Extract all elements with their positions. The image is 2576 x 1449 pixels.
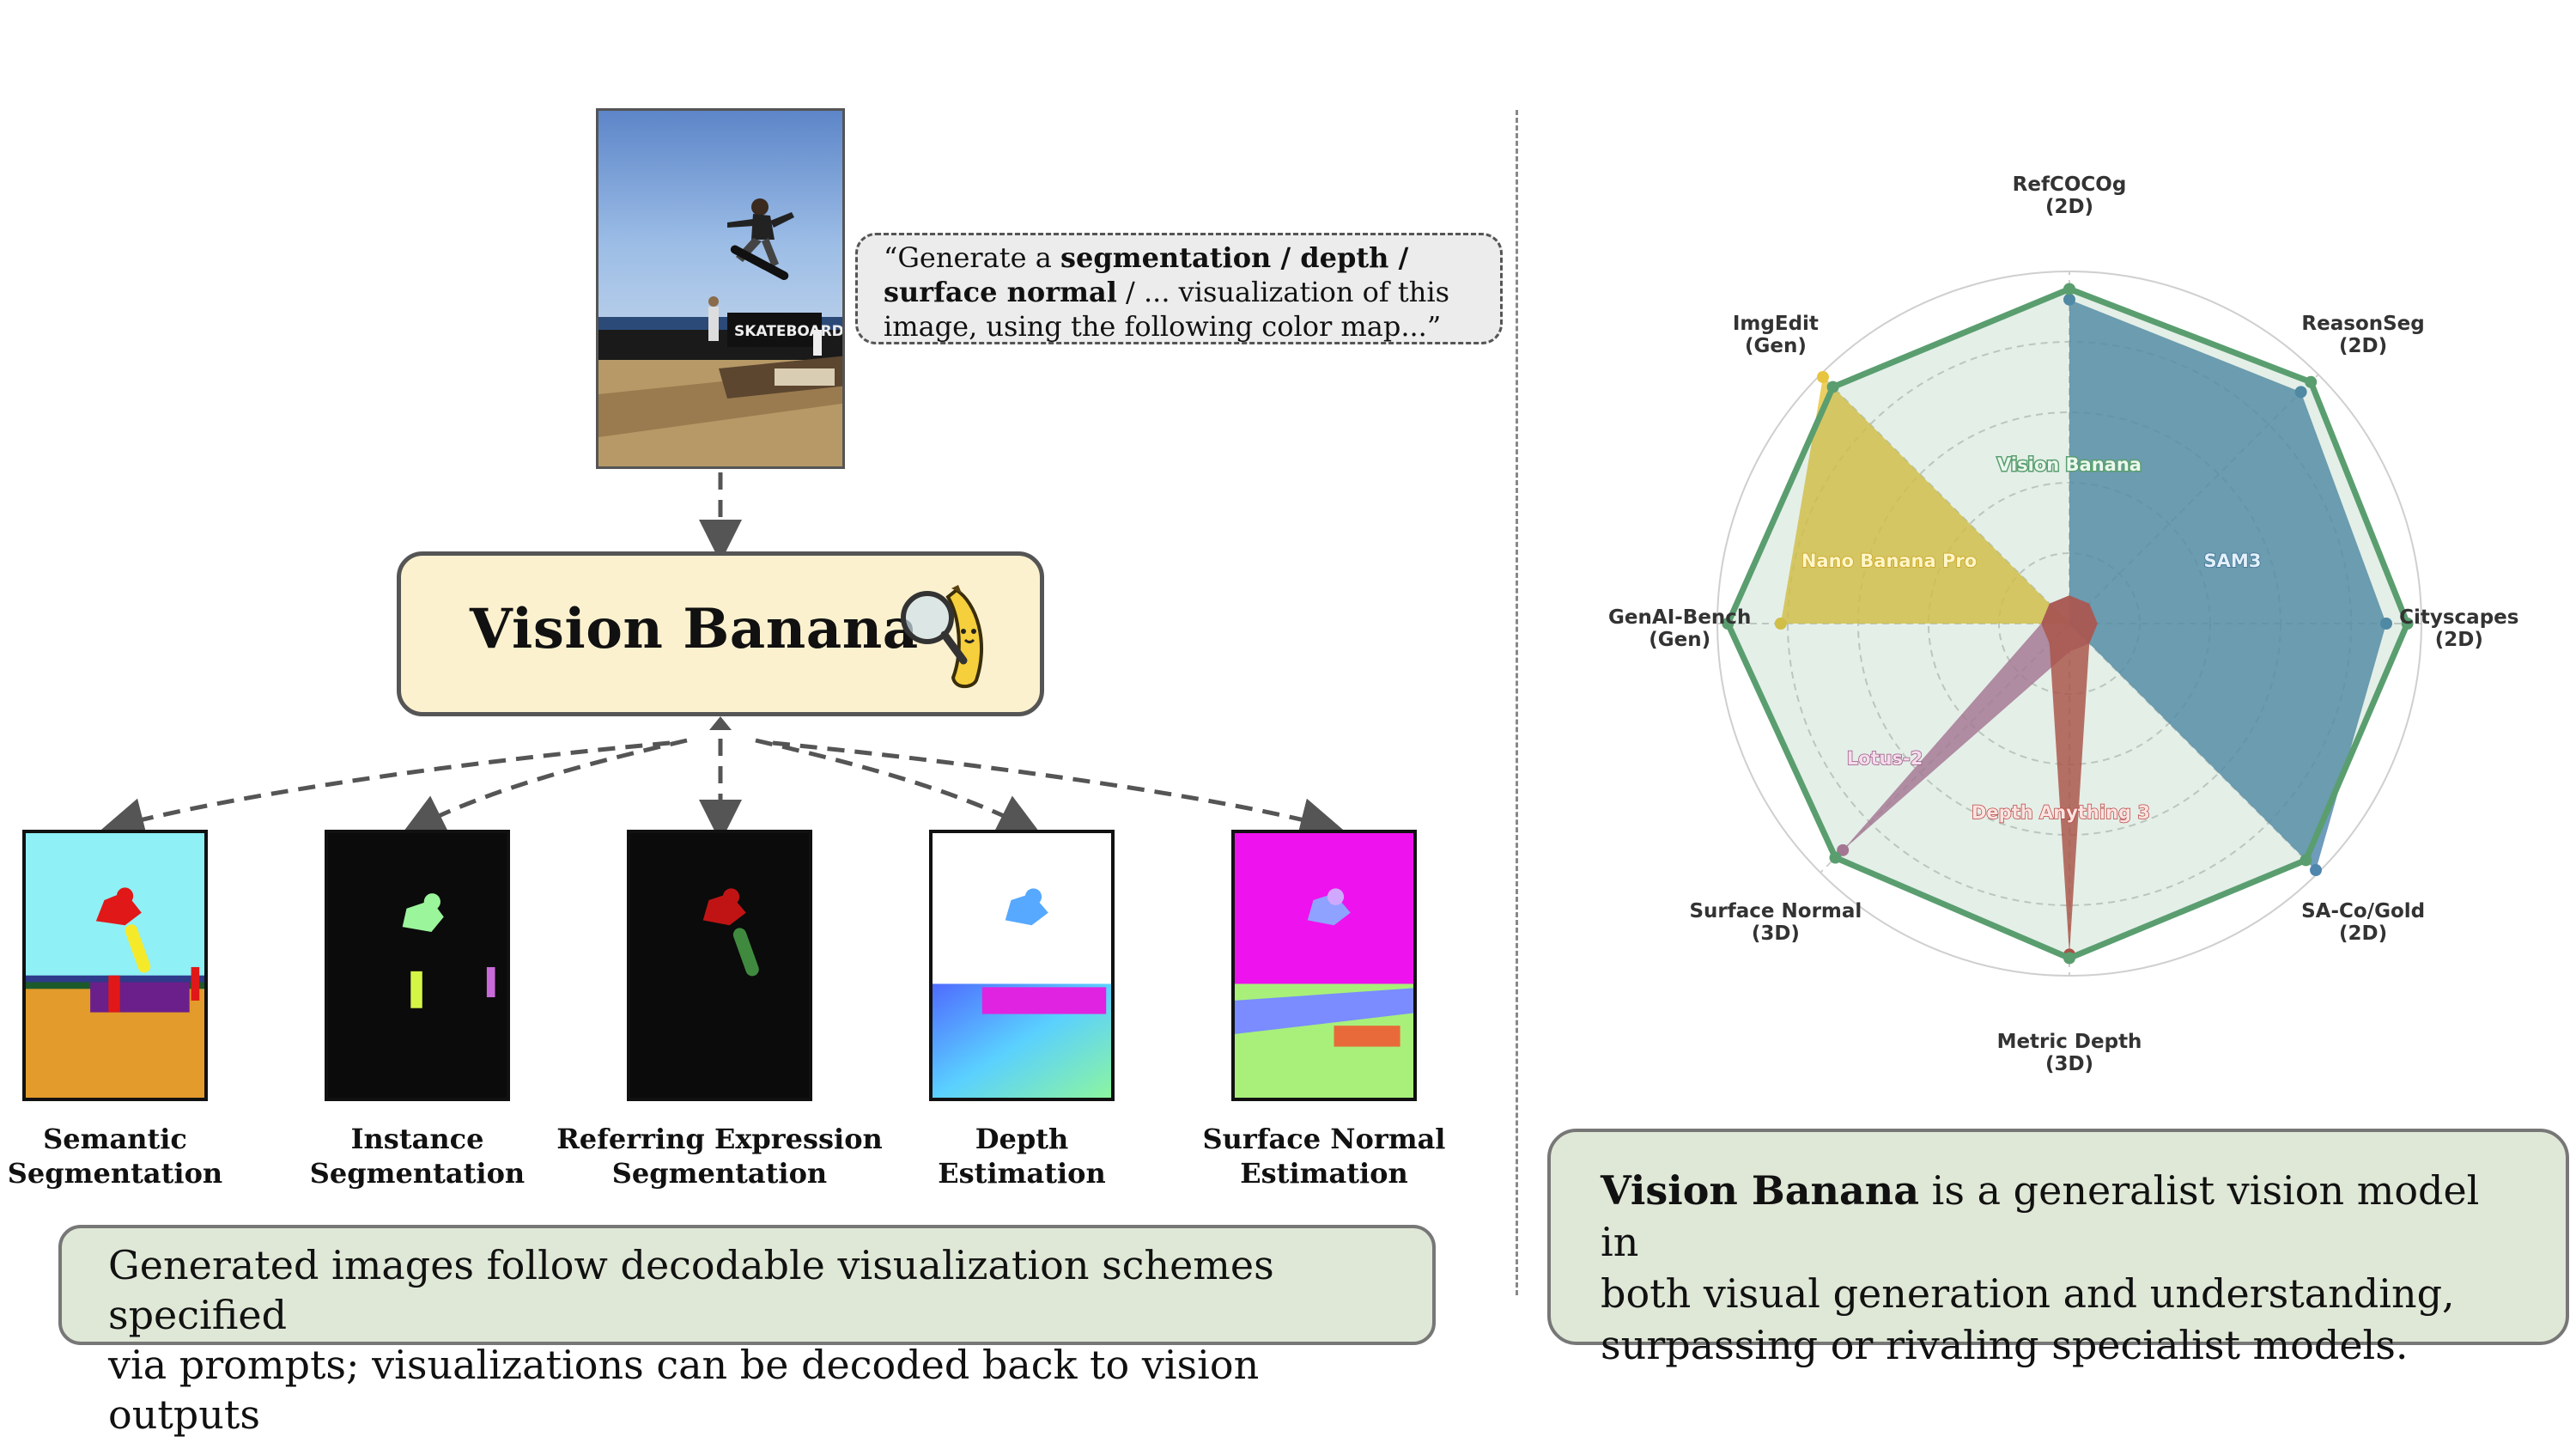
task-label-line: Estimation xyxy=(938,1157,1106,1190)
semantic-segmentation-tile xyxy=(22,830,208,1101)
task-label-line: Referring Expression xyxy=(556,1123,883,1155)
radar-axis-label: Cityscapes xyxy=(2399,606,2518,629)
radar-series-label: Nano Banana Pro xyxy=(1801,551,1977,571)
radar-series-label: Vision Banana xyxy=(1997,454,2142,475)
surface-normal-image xyxy=(1235,833,1413,1098)
model-title: Vision Banana xyxy=(470,597,919,661)
referring-expression-tile xyxy=(627,830,812,1101)
radar-point xyxy=(1774,618,1787,630)
radar-point xyxy=(2300,854,2312,867)
radar-point xyxy=(2401,618,2414,630)
task-label-line: Segmentation xyxy=(611,1157,828,1190)
radar-series-nano-banana-pro xyxy=(1780,376,2069,624)
instance-seg-image xyxy=(328,833,507,1098)
depth-image xyxy=(933,833,1111,1098)
left-caption-line: via prompts; visualizations can be decod… xyxy=(108,1342,1260,1438)
radar-series-label: SAM3 xyxy=(2204,551,2262,571)
prompt-mid: / ... visualization of this xyxy=(1116,276,1450,308)
prompt-bold-2: surface normal xyxy=(884,276,1117,308)
radar-series-lotus-2 xyxy=(1843,595,2098,850)
task-label-line: Estimation xyxy=(1240,1157,1408,1190)
task-label-line: Depth xyxy=(975,1123,1069,1155)
radar-point xyxy=(2305,375,2318,388)
left-caption-line: Generated images follow decodable visual… xyxy=(108,1242,1274,1338)
skateboard-photo-image: SKATEBOARD xyxy=(598,111,842,466)
vision-banana-model-box: Vision Banana xyxy=(397,551,1044,716)
radar-spoke xyxy=(2069,623,2319,874)
radar-point xyxy=(1829,851,1842,864)
radar-axis-label: Metric Depth xyxy=(1997,1031,2142,1053)
depth-estimation-tile xyxy=(929,830,1115,1101)
radar-axis-label: ImgEdit xyxy=(1733,313,1819,335)
radar-axis-label: (2D) xyxy=(2339,335,2387,357)
radar-axis-label: (3D) xyxy=(1752,922,1800,945)
radar-axis-label: Surface Normal xyxy=(1689,900,1862,922)
radar-axis-label: (2D) xyxy=(2045,196,2093,218)
arrow-to-surface-normal xyxy=(772,740,1344,841)
radar-point xyxy=(1826,381,1839,393)
radar-series-label: Lotus-2 xyxy=(1847,748,1923,769)
prompt-open: “Generate a xyxy=(884,241,1060,274)
right-caption-bold: Vision Banana xyxy=(1601,1167,1920,1214)
radar-axis-label: GenAI-Bench xyxy=(1608,606,1751,629)
arrowhead-up xyxy=(709,716,732,730)
prompt-bubble: “Generate a segmentation / depth / surfa… xyxy=(855,233,1503,344)
radar-point xyxy=(2294,386,2307,399)
radar-axis-label: (2D) xyxy=(2339,922,2387,945)
right-caption-box: Vision Banana is a generalist vision mod… xyxy=(1547,1129,2569,1368)
referring-seg-image xyxy=(630,833,809,1098)
radar-axis-label: SA-Co/Gold xyxy=(2301,900,2425,922)
left-caption-box: Generated images follow decodable visual… xyxy=(58,1225,1436,1438)
task-label-line: Segmentation xyxy=(7,1157,223,1190)
surface-normal-tile xyxy=(1231,830,1417,1101)
radar-point xyxy=(1816,370,1829,383)
right-caption-line: Vision Banana is a generalist vision mod… xyxy=(1601,1165,2516,1268)
radar-point xyxy=(1722,618,1735,630)
radar-point xyxy=(2063,293,2075,306)
radar-axis-label: ReasonSeg xyxy=(2301,313,2424,335)
banana-magnifier-mascot-icon xyxy=(901,585,983,689)
radar-point xyxy=(2310,864,2323,877)
panel-divider xyxy=(1516,110,1518,1295)
radar-point xyxy=(2063,952,2075,965)
radar-axis-label: (2D) xyxy=(2435,629,2483,651)
radar-series-label: Depth Anything 3 xyxy=(1971,802,2150,823)
task-label-line: Semantic xyxy=(43,1123,187,1155)
flow-arrows xyxy=(100,472,1344,843)
radar-series-depth-anything-3 xyxy=(2041,595,2098,955)
right-caption-line: surpassing or rivaling specialist models… xyxy=(1601,1322,2409,1368)
instance-segmentation-tile xyxy=(325,830,510,1101)
arrow-to-semantic xyxy=(100,740,671,841)
prompt-line-2: surface normal / ... visualization of th… xyxy=(884,275,1474,309)
arrow-to-instance xyxy=(401,738,688,835)
prompt-bold-1: segmentation / depth / xyxy=(1060,241,1409,274)
arrow-to-depth xyxy=(755,738,1042,835)
radar-axis-label: RefCOCOg xyxy=(2013,174,2127,196)
radar-point xyxy=(1837,843,1850,856)
radar-point xyxy=(2063,283,2075,295)
radar-point xyxy=(2380,618,2392,630)
task-label-line: Instance xyxy=(350,1123,484,1155)
radar-series-sam3 xyxy=(2069,299,2386,871)
right-caption-line: both visual generation and understanding… xyxy=(1601,1270,2455,1317)
prompt-line-1: “Generate a segmentation / depth / xyxy=(884,240,1474,275)
radar-axis-label: (Gen) xyxy=(1649,629,1710,651)
task-label-line: Segmentation xyxy=(309,1157,526,1190)
input-photo: SKATEBOARD xyxy=(596,108,845,469)
prompt-line-3: image, using the following color map...” xyxy=(884,310,1442,343)
task-label-line: Surface Normal xyxy=(1202,1123,1446,1155)
radar-spoke xyxy=(1820,374,2070,624)
radar-chart: RefCOCOg(2D)ReasonSeg(2D)Cityscapes(2D)S… xyxy=(1608,174,2518,1075)
radar-axis-label: (3D) xyxy=(2045,1053,2093,1075)
radar-axis-label: (Gen) xyxy=(1745,335,1807,357)
semantic-seg-image xyxy=(26,833,204,1098)
right-caption-rest: is a generalist vision model in xyxy=(1601,1167,2480,1265)
